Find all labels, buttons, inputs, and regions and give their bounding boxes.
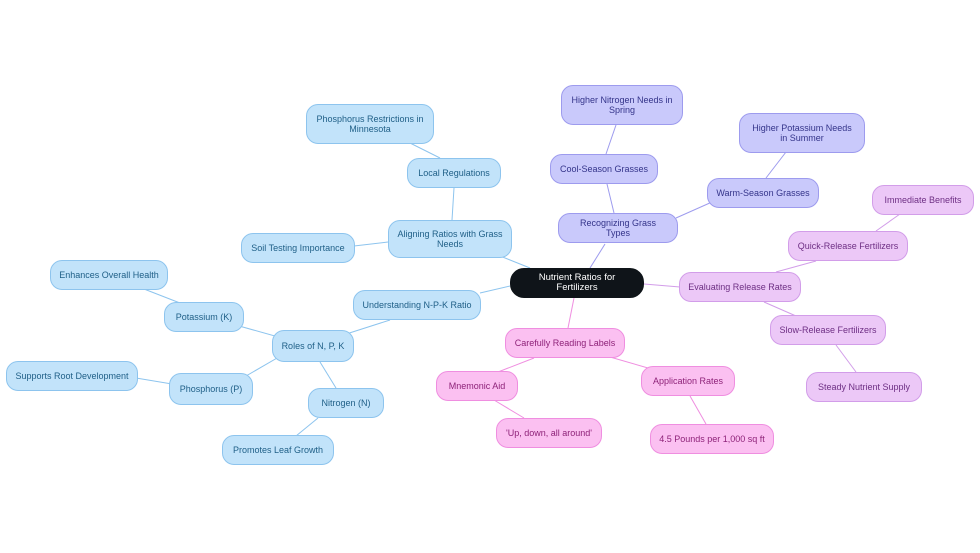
edge-mnemonic-note [493, 399, 525, 419]
node-recognizing-grass[interactable]: Recognizing Grass Types [558, 213, 678, 243]
edge-application-note [689, 395, 707, 425]
edge-evaluating-quick [775, 260, 817, 273]
node-roles-npk[interactable]: Roles of N, P, K [272, 330, 354, 362]
edge-slow-note [835, 344, 857, 373]
edge-roles-nitrogen [319, 361, 337, 389]
edge-warm-note [765, 151, 787, 179]
root-node[interactable]: Nutrient Ratios for Fertilizers [510, 268, 644, 298]
node-phosphorus[interactable]: Phosphorus (P) [169, 373, 253, 405]
edge-evaluating-slow [763, 301, 797, 317]
node-evaluating-release[interactable]: Evaluating Release Rates [679, 272, 801, 302]
node-supports-root[interactable]: Supports Root Development [6, 361, 138, 391]
node-nitrogen[interactable]: Nitrogen (N) [308, 388, 384, 418]
node-up-down[interactable]: 'Up, down, all around' [496, 418, 602, 448]
edge-reading-application [609, 356, 649, 369]
edge-root-evaluating [643, 283, 681, 288]
node-phosphorus-restrictions[interactable]: Phosphorus Restrictions in Minnesota [306, 104, 434, 144]
node-pounds-per-sqft[interactable]: 4.5 Pounds per 1,000 sq ft [650, 424, 774, 454]
edge-aligning-local [451, 187, 455, 221]
node-local-regulations[interactable]: Local Regulations [407, 158, 501, 188]
node-mnemonic-aid[interactable]: Mnemonic Aid [436, 371, 518, 401]
edge-root-reading [567, 297, 575, 329]
node-enhances-health[interactable]: Enhances Overall Health [50, 260, 168, 290]
edge-cool-note [605, 124, 617, 155]
node-promotes-leaf[interactable]: Promotes Leaf Growth [222, 435, 334, 465]
node-application-rates[interactable]: Application Rates [641, 366, 735, 396]
node-warm-season[interactable]: Warm-Season Grasses [707, 178, 819, 208]
edge-quick-note [875, 213, 901, 232]
node-steady-supply[interactable]: Steady Nutrient Supply [806, 372, 922, 402]
node-reading-labels[interactable]: Carefully Reading Labels [505, 328, 625, 358]
edge-local-phosphorus-restrictions [407, 141, 441, 159]
node-slow-release[interactable]: Slow-Release Fertilizers [770, 315, 886, 345]
edge-recognizing-warm [675, 201, 713, 219]
node-soil-testing[interactable]: Soil Testing Importance [241, 233, 355, 263]
node-aligning-ratios[interactable]: Aligning Ratios with Grass Needs [388, 220, 512, 258]
edge-phosphorus-root [135, 377, 173, 385]
node-higher-potassium[interactable]: Higher Potassium Needs in Summer [739, 113, 865, 153]
edge-reading-mnemonic [497, 357, 535, 373]
node-understanding-npk[interactable]: Understanding N-P-K Ratio [353, 290, 481, 320]
edge-root-understanding [479, 285, 511, 294]
edge-recognizing-cool [606, 183, 615, 214]
edge-nitrogen-leaf [295, 417, 319, 437]
node-higher-nitrogen[interactable]: Higher Nitrogen Needs in Spring [561, 85, 683, 125]
node-immediate-benefits[interactable]: Immediate Benefits [872, 185, 974, 215]
node-potassium[interactable]: Potassium (K) [164, 302, 244, 332]
edge-potassium-health [143, 288, 181, 304]
edge-aligning-soil [353, 241, 389, 247]
node-quick-release[interactable]: Quick-Release Fertilizers [788, 231, 908, 261]
edge-root-recognizing [589, 243, 606, 269]
node-cool-season[interactable]: Cool-Season Grasses [550, 154, 658, 184]
